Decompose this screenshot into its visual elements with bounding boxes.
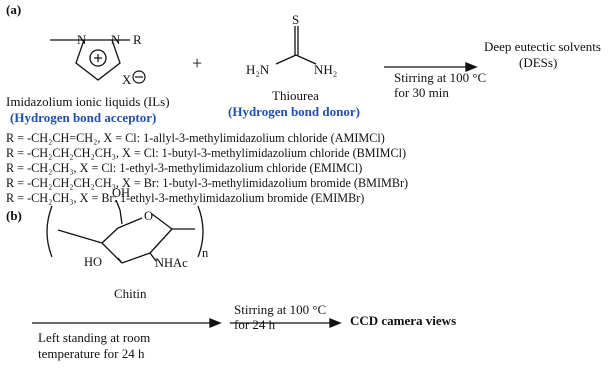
chitin-ho: HO [84,255,103,269]
r-definition-4: R = -CH₂CH₂CH₂CH₃, X = Br: 1-butyl-3-met… [6,176,409,190]
step2-line2: for 24 h [234,317,276,332]
chitin-ring-o: O [144,209,154,223]
il-substituent: R [133,32,142,47]
product-line1: Deep eutectic solvents [484,39,601,54]
panel-a-label: (a) [6,2,22,17]
plus-sign: + [192,53,203,73]
chitin-name: Chitin [114,286,147,301]
hbd-label: (Hydrogen bond donor) [228,104,360,119]
r-definition-2: R = -CH₂CH₂CH₂CH₃, X = Cl: 1-butyl-3-met… [6,146,407,160]
step2-line1: Stirring at 100 °C [234,302,327,317]
chitin-structure [46,199,204,264]
il-name: Imidazolium ionic liquids (ILs) [6,94,170,109]
charge-symbols [94,54,146,84]
step1-line1: Left standing at room [38,330,151,345]
thiourea-nh2-left: H₂N [246,62,270,77]
arrow-b1 [32,318,222,328]
thiourea-nh2-right: NH₂ [314,62,338,77]
thiourea-structure [275,26,317,65]
imidazolium-ring [50,39,130,81]
chitin-nhac: NHAc [155,256,188,270]
chitin-oh-top: OH [112,186,131,200]
il-n1: N [77,32,87,47]
chitin-subscript-n: n [202,246,209,260]
reaction-arrow-a [384,62,478,72]
thiourea-name: Thiourea [272,88,319,103]
arrow-b2 [230,318,342,328]
il-n3: N [111,32,121,47]
r-definition-3: R = -CH₂CH₃, X = Cl: 1-ethyl-3-methylimi… [6,161,363,175]
product-line2: (DESs) [519,55,558,70]
r-definition-1: R = -CH₂CH=CH₂, X = Cl: 1-allyl-3-methyl… [6,131,385,145]
r-definition-5: R = -CH₂CH₃, X = Br: 1-ethyl-3-methylimi… [6,191,365,205]
condition-line1: Stirring at 100 °C [394,70,487,85]
thiourea-s: S [292,12,300,27]
result-label: CCD camera views [350,313,457,328]
hba-label: (Hydrogen bond acceptor) [10,110,157,125]
condition-line2: for 30 min [394,85,449,100]
il-anion: X [122,72,132,87]
step1-line2: temperature for 24 h [38,346,145,361]
panel-b-label: (b) [6,208,22,223]
